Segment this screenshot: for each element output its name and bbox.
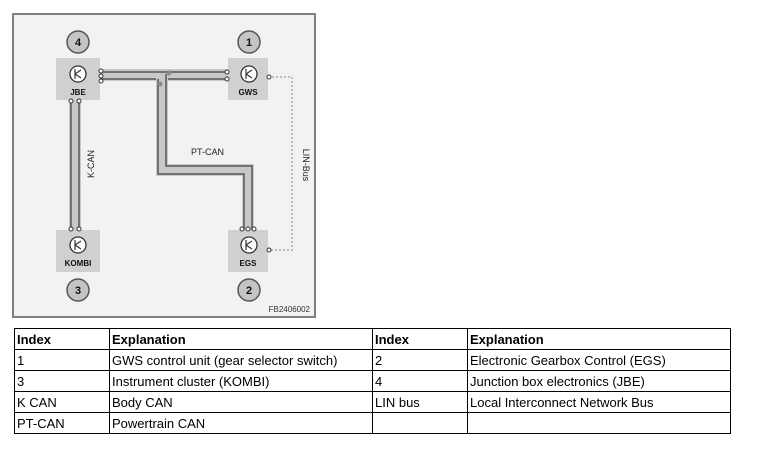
module-label-gws: GWS	[238, 88, 258, 97]
module-label-egs: EGS	[240, 259, 258, 268]
legend-row: K CAN Body CAN LIN bus Local Interconnec…	[14, 391, 731, 413]
index-badge-1: 1	[237, 30, 261, 54]
legend-cell-index: 4	[372, 370, 468, 392]
legend-cell-explanation: Junction box electronics (JBE)	[467, 370, 731, 392]
module-jbe	[56, 58, 104, 104]
legend-cell-index: LIN bus	[372, 391, 468, 413]
legend-cell-explanation: Powertrain CAN	[109, 412, 373, 434]
network-diagram: JBE 4 GWS 1 KOMBI 3 EGS	[12, 13, 316, 318]
module-label-kombi: KOMBI	[65, 259, 92, 268]
figure-code: FB2406002	[269, 305, 311, 314]
module-kombi	[56, 226, 100, 272]
legend-header-index: Index	[372, 328, 468, 350]
index-badge-label-3: 3	[75, 285, 81, 297]
bus-label-pt-can: PT-CAN	[191, 147, 224, 157]
legend-cell-index: 1	[14, 349, 110, 371]
index-badge-2: 2	[237, 278, 261, 302]
index-badge-4: 4	[66, 30, 90, 54]
legend-cell-index	[372, 412, 468, 434]
lin-bus	[268, 76, 293, 251]
legend-cell-explanation: Body CAN	[109, 391, 373, 413]
index-badge-3: 3	[66, 278, 90, 302]
legend-header-row: Index Explanation Index Explanation	[14, 328, 731, 350]
legend-header-index: Index	[14, 328, 110, 350]
legend-row: 3 Instrument cluster (KOMBI) 4 Junction …	[14, 370, 731, 392]
index-badge-label-1: 1	[246, 37, 252, 49]
pt-can-bus	[100, 69, 254, 230]
legend-cell-index: 2	[372, 349, 468, 371]
bus-label-lin-bus: LIN-Bus	[301, 149, 311, 182]
k-can-bus	[69, 96, 81, 230]
module-label-jbe: JBE	[70, 88, 86, 97]
index-badge-label-4: 4	[75, 37, 82, 49]
legend-cell-explanation: GWS control unit (gear selector switch)	[109, 349, 373, 371]
module-gws	[224, 58, 272, 100]
legend-row: 1 GWS control unit (gear selector switch…	[14, 349, 731, 371]
legend-cell-explanation	[467, 412, 731, 434]
legend-header-explanation: Explanation	[467, 328, 731, 350]
legend-cell-explanation: Electronic Gearbox Control (EGS)	[467, 349, 731, 371]
legend-header-explanation: Explanation	[109, 328, 373, 350]
legend-row: PT-CAN Powertrain CAN	[14, 412, 731, 434]
module-egs	[228, 226, 272, 272]
bus-label-k-can: K-CAN	[86, 150, 96, 178]
legend-cell-index: 3	[14, 370, 110, 392]
legend-cell-explanation: Instrument cluster (KOMBI)	[109, 370, 373, 392]
legend-cell-index: K CAN	[14, 391, 110, 413]
legend-table: Index Explanation Index Explanation 1 GW…	[14, 328, 731, 434]
legend-cell-index: PT-CAN	[14, 412, 110, 434]
index-badge-label-2: 2	[246, 285, 252, 297]
legend-cell-explanation: Local Interconnect Network Bus	[467, 391, 731, 413]
